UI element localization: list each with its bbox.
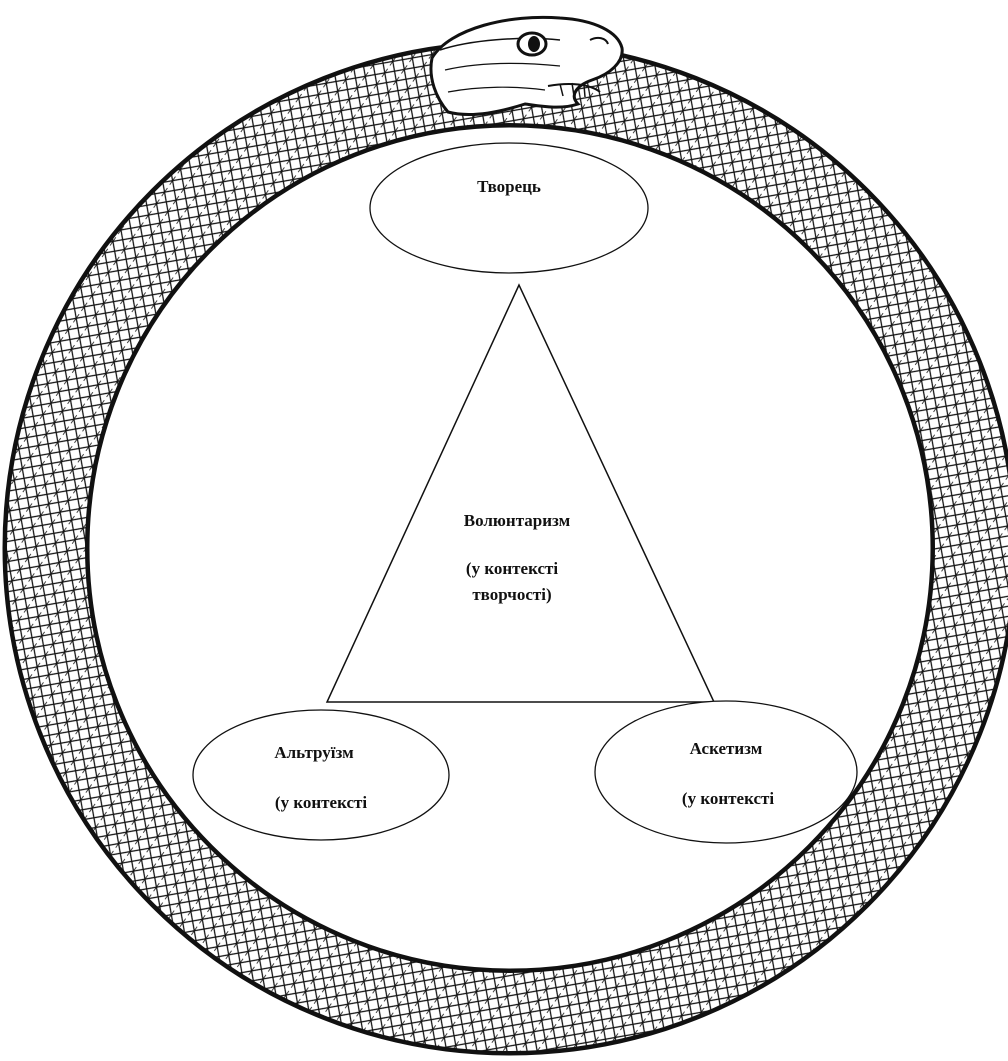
asceticism-line-1: Аскетизм — [690, 739, 763, 758]
creator-node: Творець — [369, 142, 649, 274]
asceticism-node: Аскетизм (у контексті — [594, 700, 858, 844]
snake-inner-edge — [86, 124, 934, 972]
snake-head — [429, 15, 624, 116]
altruism-line-1: Альтруїзм — [274, 743, 354, 762]
ouroboros-snake-icon — [2, 15, 1008, 1056]
center-node: Волюнтаризм (у контексті творчості) — [464, 511, 571, 604]
asceticism-line-2: (у контексті — [682, 789, 774, 808]
altruism-node: Альтруїзм (у контексті — [192, 709, 450, 841]
center-line-2: (у контексті — [466, 559, 558, 578]
center-line-3: творчості) — [472, 585, 551, 604]
creator-label: Творець — [477, 177, 541, 196]
triangle-connector — [325, 283, 716, 703]
altruism-line-2: (у контексті — [275, 793, 367, 812]
center-line-1: Волюнтаризм — [464, 511, 571, 530]
